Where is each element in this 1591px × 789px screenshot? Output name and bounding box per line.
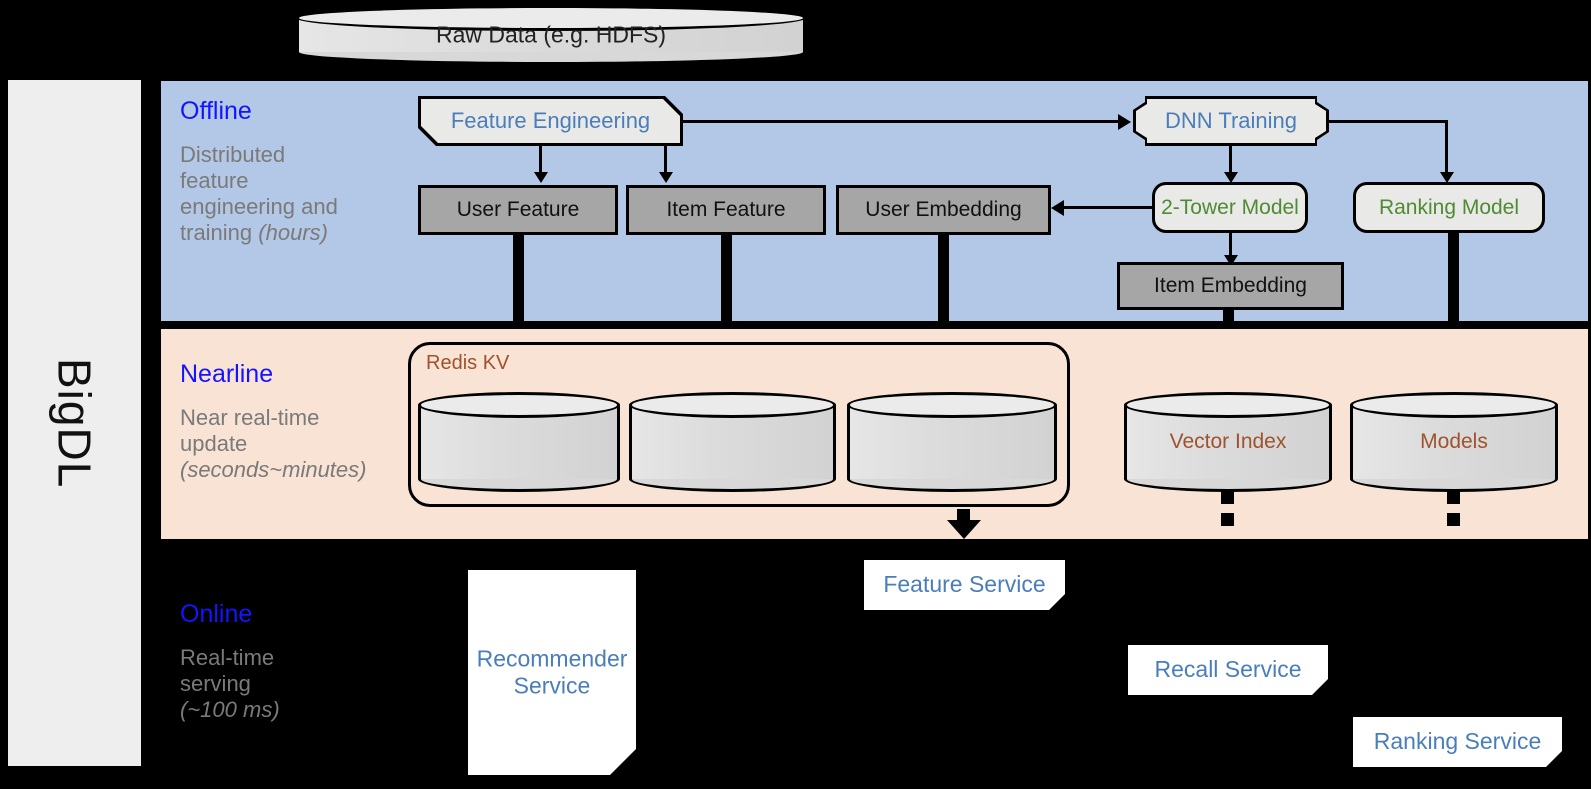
raw-data-cylinder: Raw Data (e.g. HDFS) xyxy=(296,5,806,65)
feature-service-label: Feature Service xyxy=(883,571,1046,598)
online-subtitle: Real-time serving (~100 ms) xyxy=(180,645,400,723)
nearline-title: Nearline xyxy=(180,360,274,388)
arrowhead-userembedding xyxy=(1051,200,1064,216)
cylinder-top xyxy=(418,392,620,418)
nearline-sub-l2: update xyxy=(180,430,248,456)
feature-engineering-label: Feature Engineering xyxy=(450,107,651,133)
models-cylinder[interactable]: Models xyxy=(1350,392,1558,492)
dnn-training-box[interactable]: DNN Training xyxy=(1133,96,1329,146)
user-embedding-box[interactable]: User Embedding xyxy=(836,185,1051,235)
edge-dnn-to-ranking-v xyxy=(1445,120,1448,174)
recommender-service-label: Recommender Service xyxy=(468,645,636,700)
pipe-rankingmodel-to-models xyxy=(1448,233,1459,393)
user-feature-box[interactable]: User Feature xyxy=(418,185,618,235)
recall-service-card[interactable]: Recall Service xyxy=(1128,645,1328,695)
dash-recallservice-1 xyxy=(1221,491,1234,504)
arrowhead-itemfeature xyxy=(659,172,673,183)
cylinder-body xyxy=(629,405,836,479)
models-label: Models xyxy=(1420,430,1488,453)
user-embedding-label: User Embedding xyxy=(865,198,1022,222)
pipe-itemfeature-to-store xyxy=(721,235,732,393)
edge-twotower-to-userembedding xyxy=(1064,206,1154,209)
edge-fe-to-userfeature xyxy=(539,146,542,174)
item-embedding-label: Item Embedding xyxy=(1154,274,1307,298)
arrowhead-featureservice xyxy=(947,520,981,539)
arrowhead-rankingmodel xyxy=(1440,172,1454,183)
bigdl-platform-rail: BigDL xyxy=(6,78,143,768)
dash-featureservice-1 xyxy=(957,509,970,522)
cylinder-top xyxy=(296,5,806,31)
feature-service-card[interactable]: Feature Service xyxy=(864,560,1065,610)
store-user-feature-cylinder[interactable] xyxy=(418,392,620,492)
item-feature-label: Item Feature xyxy=(666,198,786,222)
offline-sub-l3: engineering and xyxy=(180,193,338,219)
edge-dnn-to-ranking-h xyxy=(1329,120,1448,123)
arrowhead-rawdata xyxy=(540,62,562,77)
cylinder-top xyxy=(847,392,1057,418)
nearline-sub-italic: (seconds~minutes) xyxy=(180,456,367,482)
offline-sub-l4: training xyxy=(180,219,259,245)
store-item-feature-cylinder[interactable] xyxy=(629,392,836,492)
vector-index-label: Vector Index xyxy=(1169,430,1287,453)
redis-kv-container xyxy=(408,342,1070,507)
offline-sub-l1: Distributed xyxy=(180,142,286,167)
recommender-service-line2: Service xyxy=(513,672,591,699)
dash-rankingservice-1 xyxy=(1447,491,1460,504)
dnn-training-fill xyxy=(1136,99,1326,143)
arrowhead-twotower xyxy=(1224,172,1238,183)
item-embedding-box[interactable]: Item Embedding xyxy=(1117,262,1344,310)
item-feature-box[interactable]: Item Feature xyxy=(626,185,826,235)
raw-data-label: Raw Data (e.g. HDFS) xyxy=(435,21,667,48)
online-sub-l1: Real-time xyxy=(180,645,275,670)
offline-sub-l2: feature xyxy=(180,167,249,193)
arrowhead-userfeature xyxy=(534,172,548,183)
recommender-service-line1: Recommender xyxy=(476,644,628,671)
nearline-sub-l1: Near real-time xyxy=(180,405,320,430)
cylinder-body xyxy=(1124,405,1332,479)
offline-subtitle: Distributed feature engineering and trai… xyxy=(180,142,380,246)
feature-engineering-fill: Feature Engineering xyxy=(421,99,680,143)
store-user-embedding-cylinder[interactable] xyxy=(847,392,1057,492)
redis-kv-label: Redis KV xyxy=(426,352,510,374)
edge-featureeng-to-dnn xyxy=(683,120,1119,123)
edge-fe-to-itemfeature xyxy=(664,146,667,174)
dnn-training-label: DNN Training xyxy=(1164,107,1298,133)
cylinder-top xyxy=(1124,392,1332,418)
edge-twotower-to-itemembedding xyxy=(1229,233,1232,257)
dash-recallservice-2 xyxy=(1221,513,1234,526)
ranking-model-box[interactable]: Ranking Model xyxy=(1353,182,1545,233)
page-fold-icon xyxy=(610,749,636,775)
arrowhead-dnn xyxy=(1118,114,1131,130)
cylinder-top xyxy=(1350,392,1558,418)
recall-service-label: Recall Service xyxy=(1154,656,1302,683)
bigdl-label: BigDL xyxy=(48,357,101,489)
ranking-model-label: Ranking Model xyxy=(1378,195,1520,219)
offline-sub-italic: (hours) xyxy=(258,219,328,245)
dash-rankingservice-2 xyxy=(1447,513,1460,526)
pipe-userfeature-to-store xyxy=(513,235,524,393)
arrowhead-itemembedding xyxy=(1224,255,1238,266)
offline-title: Offline xyxy=(180,97,252,125)
pipe-userembedding-to-store xyxy=(938,235,949,393)
two-tower-model-box[interactable]: 2-Tower Model xyxy=(1152,182,1308,233)
online-sub-italic: (~100 ms) xyxy=(180,696,280,722)
ranking-service-label: Ranking Service xyxy=(1373,728,1542,755)
online-title: Online xyxy=(180,600,253,628)
cylinder-top xyxy=(629,392,836,418)
edge-dnn-to-twotower xyxy=(1229,146,1232,174)
user-feature-label: User Feature xyxy=(456,198,580,222)
ranking-service-card[interactable]: Ranking Service xyxy=(1353,717,1562,767)
feature-engineering-box[interactable]: Feature Engineering xyxy=(418,96,683,146)
online-sub-l2: serving xyxy=(180,670,251,696)
nearline-subtitle: Near real-time update (seconds~minutes) xyxy=(180,405,410,483)
two-tower-model-label: 2-Tower Model xyxy=(1161,195,1299,219)
recommender-service-card[interactable]: Recommender Service xyxy=(468,570,636,775)
vector-index-cylinder[interactable]: Vector Index xyxy=(1124,392,1332,492)
